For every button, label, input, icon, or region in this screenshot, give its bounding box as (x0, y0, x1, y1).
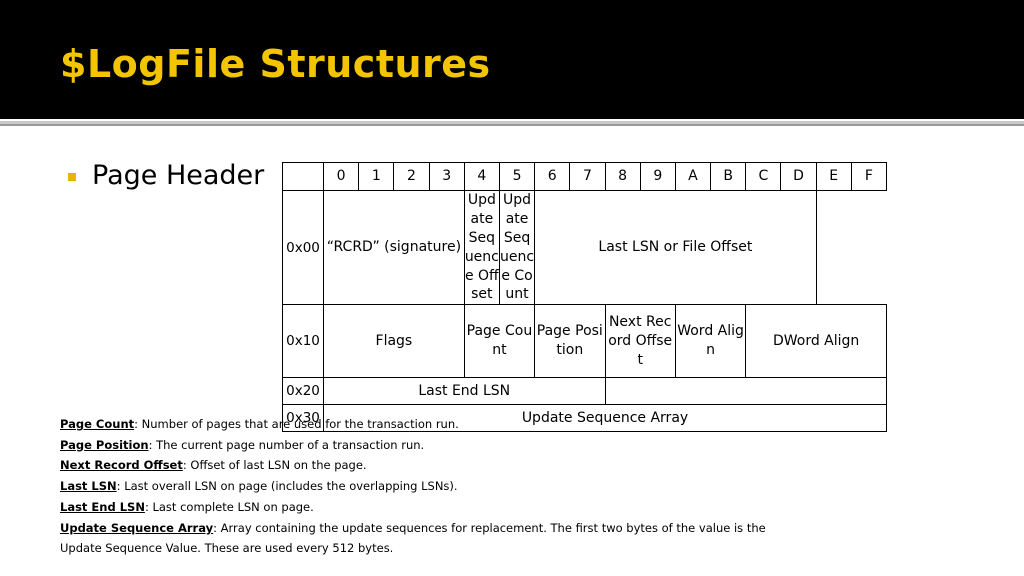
bullet-text: Page Header (92, 160, 265, 191)
byte-header-cell: 1 (358, 162, 395, 191)
table-row: 0x00“RCRD” (signature)Update Sequence Of… (282, 189, 887, 306)
byte-header-cell: 7 (569, 162, 606, 191)
byte-header-cell: 4 (463, 162, 500, 191)
definition-item: Next Record Offset: Offset of last LSN o… (60, 455, 780, 476)
offset-cell: 0x00 (282, 189, 324, 306)
definition-text: : The current page number of a transacti… (148, 437, 425, 452)
field-cell: Page Position (534, 304, 606, 379)
definition-text: : Last overall LSN on page (includes the… (116, 479, 458, 494)
byte-header-cell: 5 (498, 162, 536, 191)
offset-cell: 0x30 (282, 404, 324, 433)
field-cell: Page Count (463, 304, 536, 379)
definition-term: Last LSN (60, 479, 117, 494)
byte-header-cell: 8 (604, 162, 641, 191)
offset-cell: 0x20 (282, 377, 324, 406)
field-cell: Update Sequence Count (498, 189, 536, 306)
byte-header-cell: C (745, 162, 782, 191)
definition-text: : Last complete LSN on page. (144, 499, 314, 514)
byte-header-cell: 3 (428, 162, 465, 191)
definition-item: Update Sequence Array: Array containing … (60, 518, 780, 559)
field-cell: Next Record Offset (604, 304, 676, 379)
byte-header-cell: 2 (393, 162, 430, 191)
definition-item: Page Count: Number of pages that are use… (60, 414, 780, 435)
definition-text: : Array containing the update sequences … (60, 520, 766, 556)
definition-term: Next Record Offset (60, 458, 183, 473)
field-cell: Update Sequence Offset (463, 189, 500, 306)
byte-header-cell: A (674, 162, 712, 191)
byte-header-cell: B (710, 162, 747, 191)
definition-term: Last End LSN (60, 499, 145, 514)
square-bullet-icon (68, 172, 76, 181)
offset-cell: 0x10 (282, 304, 324, 379)
divider-rule (0, 121, 1024, 124)
definition-text: : Offset of last LSN on the page. (182, 458, 367, 473)
field-cell: Last LSN or File Offset (534, 189, 817, 306)
byte-header-cell: E (815, 162, 852, 191)
field-cell: Flags (323, 304, 465, 379)
corner-cell (282, 162, 324, 191)
slide-title: $LogFile Structures (60, 42, 491, 86)
byte-header-cell: D (780, 162, 817, 191)
field-cell: Last End LSN (323, 377, 606, 406)
field-cell: Update Sequence Array (323, 404, 887, 433)
field-cell: Word Align (674, 304, 747, 379)
definition-item: Last End LSN: Last complete LSN on page. (60, 497, 780, 518)
divider-rule-shadow (0, 124, 1024, 126)
byte-header-cell: 9 (639, 162, 676, 191)
definition-term: Page Count (60, 417, 135, 431)
field-cell (604, 377, 887, 406)
byte-header-cell: F (850, 162, 888, 191)
definition-item: Last LSN: Last overall LSN on page (incl… (60, 476, 780, 497)
bullet-item: Page Header (68, 160, 264, 191)
byte-header-cell: 0 (322, 162, 360, 191)
definition-term: Page Position (60, 437, 149, 452)
byte-header-cell: 6 (534, 162, 571, 191)
definition-text: : Number of pages that are used for the … (134, 417, 459, 431)
definition-item: Page Position: The current page number o… (60, 435, 780, 456)
definition-term: Update Sequence Array (60, 520, 214, 535)
field-cell: “RCRD” (signature) (323, 189, 465, 306)
field-cell: DWord Align (745, 304, 887, 379)
title-bar: $LogFile Structures (0, 0, 1024, 119)
definitions-list: Page Count: Number of pages that are use… (60, 414, 780, 559)
